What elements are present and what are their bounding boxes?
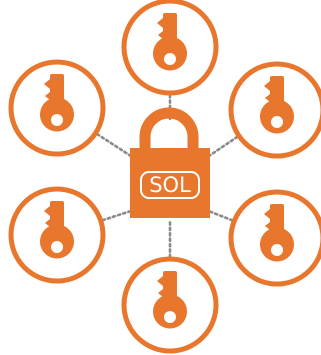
connector-line xyxy=(101,208,136,222)
key-node-lower-right xyxy=(228,189,321,287)
padlock-body xyxy=(130,148,210,218)
key-node-top xyxy=(121,0,219,96)
padlock-shackle xyxy=(139,107,199,150)
key-nodes xyxy=(8,0,321,354)
padlock-icon: SOL xyxy=(130,107,210,218)
connector-line xyxy=(95,132,136,160)
connectors xyxy=(95,93,239,259)
key-node-upper-left xyxy=(8,59,106,157)
key-node-lower-left xyxy=(8,186,106,284)
padlock-label: SOL xyxy=(149,173,191,197)
connector-line xyxy=(204,208,234,222)
connector-line xyxy=(204,135,239,160)
key-node-upper-right xyxy=(228,61,321,159)
key-node-bottom xyxy=(121,256,219,354)
padlock-label-frame xyxy=(140,171,200,199)
